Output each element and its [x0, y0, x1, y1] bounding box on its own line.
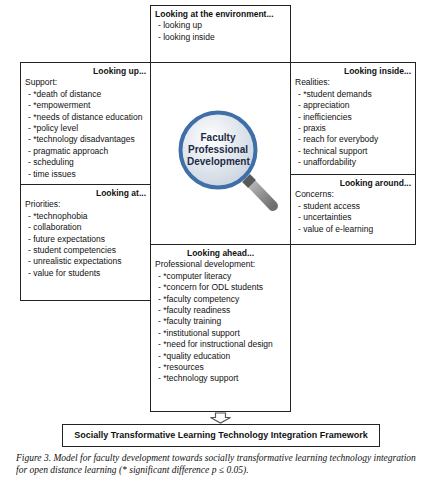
node-line: - pragmatic approach — [25, 146, 108, 157]
node-line: - uncertainties — [295, 212, 351, 223]
node-line: Professional development: — [155, 259, 255, 270]
node-line: - *empowerment — [25, 100, 90, 111]
node-heading: Looking around... — [340, 178, 411, 189]
node-line: Realities: — [295, 77, 330, 88]
node-line: - looking up — [155, 20, 202, 31]
node-heading: Looking at... — [96, 188, 146, 199]
node-heading: Looking up... — [93, 66, 146, 77]
node-line: - praxis — [295, 123, 326, 134]
node-line: - *technology disadvantages — [25, 134, 135, 145]
looking-ahead-box: Looking ahead...Professional development… — [150, 244, 291, 412]
node-line: Priorities: — [25, 199, 60, 210]
magnifier-lens: Faculty Professional Development — [178, 110, 258, 190]
looking-around-box: Looking around... Concerns:- student acce… — [290, 174, 416, 245]
node-line: - *institutional support — [155, 328, 240, 339]
looking-up-box: Looking up... Support:- *death of distanc… — [20, 62, 151, 185]
figure-caption: Figure 3. Model for faculty development … — [16, 452, 426, 476]
lens-ring — [181, 113, 256, 188]
node-line: - collaboration — [25, 222, 81, 233]
node-line: - value of e-learning — [295, 224, 373, 235]
node-heading: Looking ahead... — [187, 248, 254, 259]
node-line: - student competencies — [25, 245, 116, 256]
node-line: - *technophobia — [25, 211, 88, 222]
looking-at-box: Looking at...Priorities:- *technophobia-… — [20, 184, 151, 301]
node-line: - appreciation — [295, 100, 350, 111]
node-line: - time issues — [25, 169, 76, 180]
node-heading: Looking inside... — [344, 66, 411, 77]
node-line: - *concern for ODL students — [155, 282, 263, 293]
framework-box: Socially Transformative Learning Technol… — [62, 424, 380, 447]
node-line: - student access — [295, 201, 360, 212]
node-heading: Socially Transformative Learning Technol… — [74, 430, 367, 441]
node-line: - *student demands — [295, 89, 372, 100]
node-line: Support: — [25, 77, 57, 88]
handle-collar — [246, 178, 252, 184]
node-line: - *need for instructional design — [155, 339, 273, 350]
node-line: - value for students — [25, 268, 100, 279]
node-line: - reach for everybody — [295, 134, 378, 145]
node-line: - *technology support — [155, 373, 238, 384]
node-heading: Looking at the environment... — [155, 9, 274, 20]
node-line: - *needs of distance education — [25, 112, 142, 123]
node-line: - future expectations — [25, 234, 105, 245]
node-line: - unrealistic expectations — [25, 256, 122, 267]
node-line: - *faculty readiness — [155, 305, 230, 316]
node-line: - looking inside — [155, 32, 215, 43]
block-arrow — [211, 413, 231, 423]
node-line: - *faculty competency — [155, 294, 239, 305]
looking-inside-box: Looking inside... Realities:- *student de… — [290, 62, 416, 175]
node-line: - *quality education — [155, 351, 230, 362]
node-line: - *computer literacy — [155, 271, 231, 282]
handle-grip — [250, 182, 273, 206]
node-line: - *policy level — [25, 123, 78, 134]
node-line: Concerns: — [295, 189, 334, 200]
node-heading: Faculty Professional Development — [187, 132, 249, 168]
node-line: - *faculty training — [155, 316, 221, 327]
node-line: - inefficiencies — [295, 112, 352, 123]
node-line: - *death of distance — [25, 89, 101, 100]
node-line: - *resources — [155, 362, 204, 373]
environment-box: Looking at the environment...- looking u… — [150, 5, 291, 63]
node-line: - unaffordability — [295, 157, 356, 168]
node-line: - technical support — [295, 146, 367, 157]
node-line: - scheduling — [25, 157, 74, 168]
